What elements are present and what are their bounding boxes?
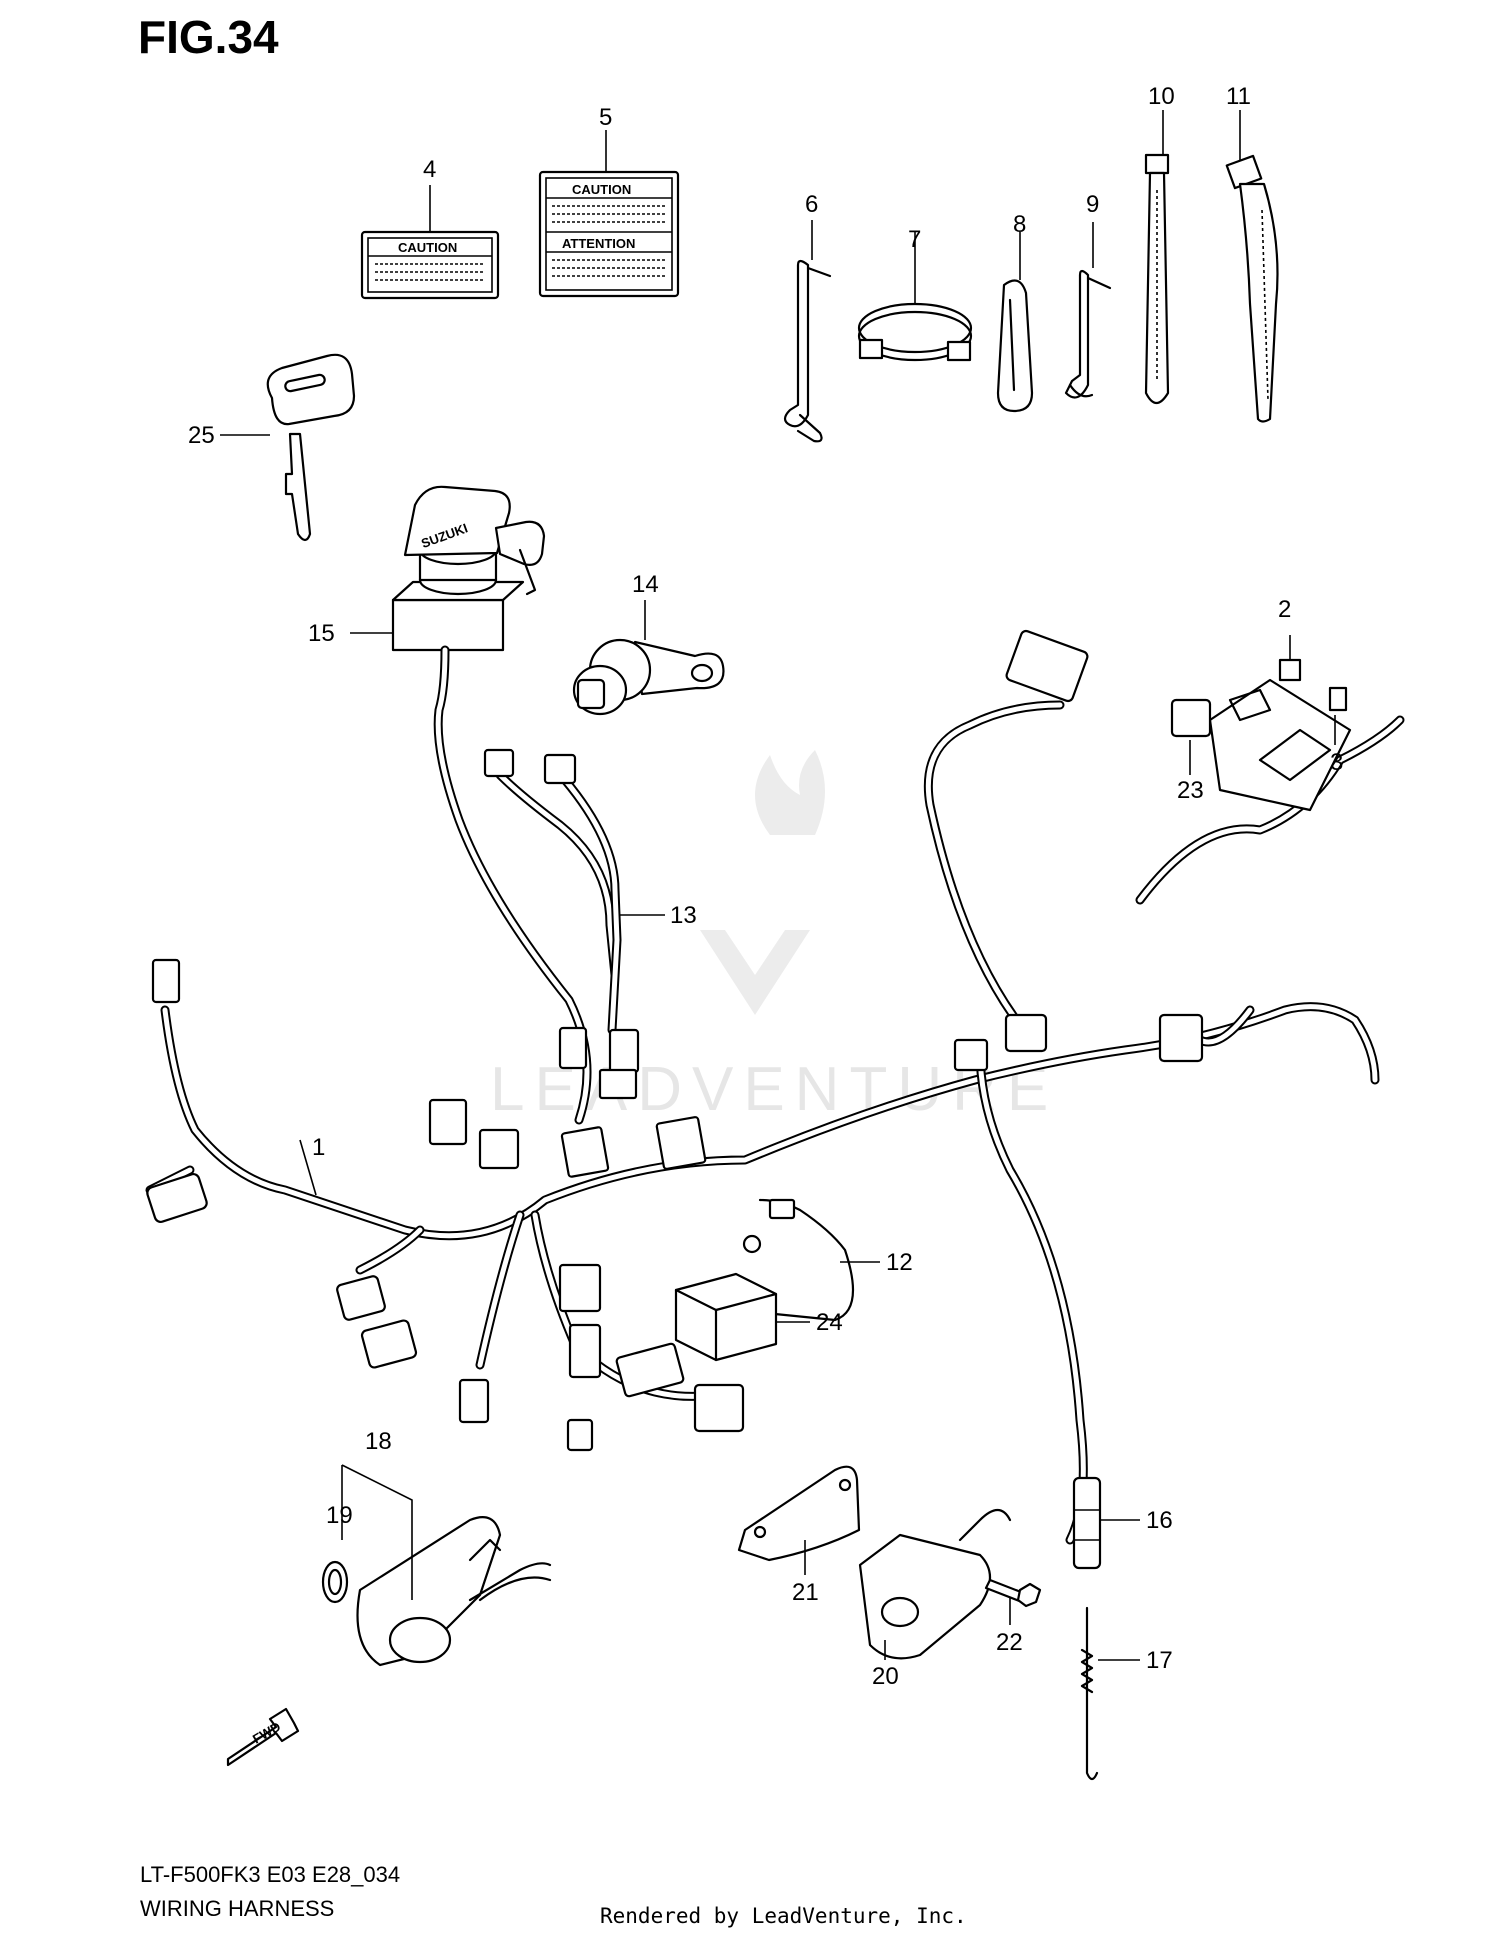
callout-25: 25 — [188, 422, 215, 449]
part-10-cable-tie[interactable] — [1144, 153, 1170, 405]
figure-title: FIG.34 — [138, 11, 279, 63]
caution-label-5-text: CAUTION — [572, 182, 631, 197]
callout-22: 22 — [996, 1629, 1023, 1656]
footer-rendered-by: Rendered by LeadVenture, Inc. — [600, 1904, 967, 1928]
callout-20: 20 — [872, 1663, 899, 1690]
part-24-relay[interactable] — [674, 1272, 778, 1362]
callout-3: 3 — [1330, 749, 1343, 776]
footer-diagram-name: WIRING HARNESS — [140, 1896, 335, 1921]
part-18-gear-position-switch[interactable] — [356, 1516, 552, 1667]
callout-9: 9 — [1086, 191, 1099, 218]
part-16-sensor[interactable] — [1072, 1476, 1102, 1570]
footer-model-code: LT-F500FK3 E03 E28_034 — [140, 1862, 401, 1887]
part-22-bolt[interactable] — [984, 1578, 1042, 1608]
callout-13: 13 — [670, 902, 697, 929]
part-11-cable-tie[interactable] — [1225, 154, 1279, 423]
callout-14: 14 — [632, 571, 659, 598]
callout-19: 19 — [326, 1502, 353, 1529]
part-19-boot[interactable] — [321, 1560, 349, 1604]
callout-7: 7 — [908, 226, 921, 253]
part-17-spring-wire[interactable] — [1080, 1606, 1099, 1781]
callout-4: 4 — [423, 156, 436, 183]
callout-15: 15 — [308, 620, 335, 647]
part-13-sub-harness[interactable] — [483, 748, 640, 1100]
callout-1: 1 — [312, 1134, 325, 1161]
callout-24: 24 — [816, 1309, 843, 1336]
part-4-caution-label[interactable]: CAUTION — [360, 230, 500, 300]
callout-18: 18 — [365, 1428, 392, 1455]
part-25-key[interactable] — [266, 353, 356, 542]
callout-10: 10 — [1148, 83, 1175, 110]
callout-21: 21 — [792, 1579, 819, 1606]
callout-23: 23 — [1177, 777, 1204, 804]
callout-8: 8 — [1013, 211, 1026, 238]
part-21-bracket[interactable] — [737, 1465, 861, 1562]
part-2-3-fuse-box[interactable] — [1170, 658, 1352, 812]
caution-label-4-text: CAUTION — [398, 240, 457, 255]
callout-2: 2 — [1278, 596, 1291, 623]
part-15-ignition-switch[interactable]: SUZUKI — [391, 485, 592, 1125]
callout-5: 5 — [599, 104, 612, 131]
callout-numbers: 1 2 3 4 5 6 7 8 9 10 11 12 13 14 15 16 1… — [188, 83, 1343, 1690]
part-6-clamp[interactable] — [783, 259, 832, 443]
attention-label-5-text: ATTENTION — [562, 236, 635, 251]
part-8-clamp[interactable] — [996, 279, 1034, 413]
part-1-main-wiring-harness[interactable] — [145, 629, 1405, 1545]
callout-6: 6 — [805, 191, 818, 218]
callout-16: 16 — [1146, 1507, 1173, 1534]
part-14-sensor[interactable] — [572, 638, 725, 716]
part-20-switch[interactable] — [858, 1508, 1012, 1660]
fwd-arrow-icon: FWD — [226, 1707, 300, 1767]
callout-17: 17 — [1146, 1647, 1173, 1674]
part-5-caution-attention-label[interactable]: CAUTION ATTENTION — [538, 170, 680, 298]
callout-12: 12 — [886, 1249, 913, 1276]
part-9-clamp[interactable] — [1064, 269, 1112, 399]
part-7-clamp-band[interactable] — [857, 302, 973, 362]
part-12-lead-wire[interactable] — [742, 1198, 855, 1322]
callout-11: 11 — [1226, 83, 1251, 110]
